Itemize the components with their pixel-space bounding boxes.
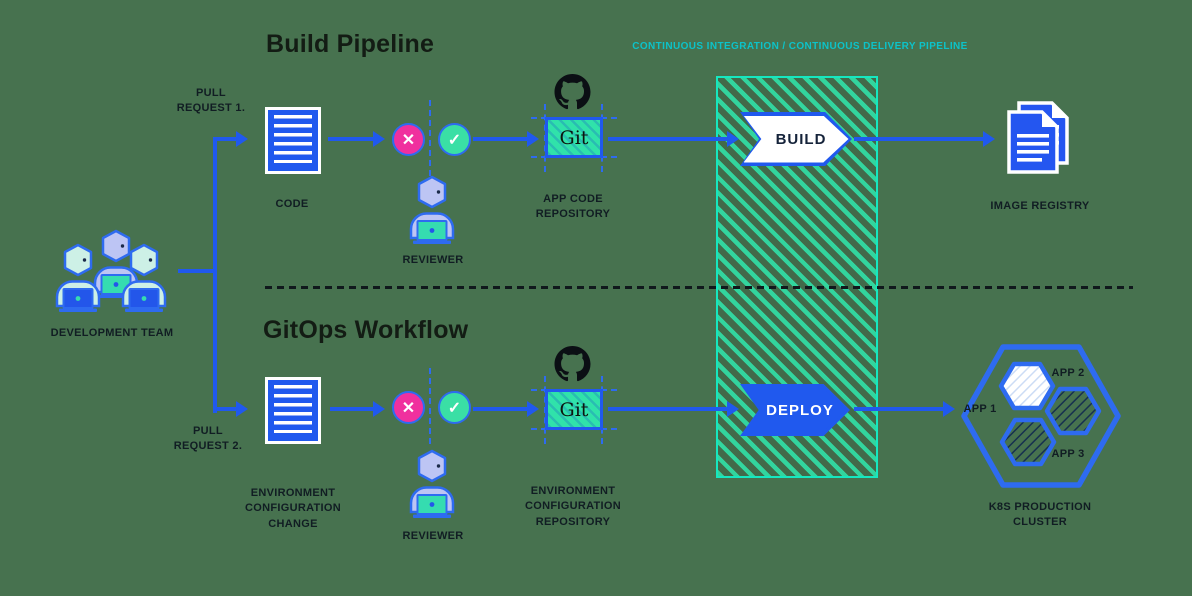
github-icon bbox=[554, 346, 591, 382]
pull-request-2-label: PULL REQUEST 2. bbox=[173, 425, 243, 453]
arrow-review-to-repo bbox=[473, 407, 528, 411]
arrow-pull-request-2 bbox=[213, 407, 237, 411]
section-divider-dashed-line bbox=[265, 286, 1133, 289]
app3-hexagon bbox=[999, 417, 1057, 467]
reviewer-top-label: REVIEWER bbox=[402, 254, 464, 266]
arrow-deploy-to-cluster bbox=[854, 407, 944, 411]
app-code-repo-label: APP CODE REPOSITORY bbox=[535, 193, 611, 221]
cluster-outer-hexagon bbox=[961, 344, 1121, 488]
env-config-change-label: ENVIRONMENT CONFIGURATION CHANGE bbox=[245, 487, 341, 530]
team-connector-line bbox=[178, 269, 215, 273]
arrow-pull-request-1 bbox=[213, 137, 237, 141]
github-icon bbox=[554, 74, 591, 110]
review-divider-top bbox=[429, 100, 431, 176]
code-label: CODE bbox=[275, 198, 309, 210]
k8s-production-cluster-label: K8S PRODUCTION CLUSTER bbox=[988, 501, 1092, 529]
app3-label: APP 3 bbox=[1051, 448, 1085, 460]
developer-left-icon bbox=[46, 242, 110, 318]
app1-label: APP 1 bbox=[963, 403, 997, 415]
image-registry-label: IMAGE REGISTRY bbox=[990, 200, 1090, 212]
reviewer-bottom-icon bbox=[400, 448, 464, 524]
document-lines bbox=[274, 385, 312, 433]
branch-vertical-line bbox=[213, 137, 217, 413]
env-config-repo-label: ENVIRONMENT CONFIGURATION REPOSITORY bbox=[525, 485, 621, 528]
reject-icon: ✕ bbox=[392, 123, 425, 156]
arrow-code-to-review bbox=[328, 137, 374, 141]
app2-hexagon bbox=[998, 361, 1056, 411]
cicd-band-label: CONTINUOUS INTEGRATION / CONTINUOUS DELI… bbox=[632, 41, 968, 52]
approve-icon: ✓ bbox=[438, 391, 471, 424]
build-pipeline-title: Build Pipeline bbox=[266, 30, 435, 58]
arrow-build-to-registry bbox=[854, 137, 984, 141]
arrow-review-to-repo bbox=[473, 137, 528, 141]
document-lines bbox=[274, 115, 312, 163]
git-repo-bottom-icon: Git bbox=[545, 389, 603, 430]
review-divider-bottom bbox=[429, 368, 431, 444]
code-document-icon bbox=[265, 107, 321, 174]
arrow-repo-to-deploy bbox=[608, 407, 728, 411]
reviewer-bottom-label: REVIEWER bbox=[402, 530, 464, 542]
app2-right-hexagon bbox=[1044, 386, 1102, 436]
deploy-step-label: DEPLOY bbox=[766, 401, 834, 419]
registry-doc-front-icon bbox=[1007, 110, 1059, 174]
app2-label: APP 2 bbox=[1051, 367, 1085, 379]
build-step-chevron: BUILD bbox=[740, 112, 852, 166]
reject-icon: ✕ bbox=[392, 391, 425, 424]
arrow-repo-to-build bbox=[608, 137, 728, 141]
git-repo-top-icon: Git bbox=[545, 117, 603, 158]
deploy-step-chevron: DEPLOY bbox=[740, 384, 850, 436]
approve-icon: ✓ bbox=[438, 123, 471, 156]
k8s-cluster-hexagon-icon bbox=[961, 344, 1121, 488]
env-config-document-icon bbox=[265, 377, 321, 444]
build-step-label: BUILD bbox=[775, 130, 827, 148]
reviewer-top-icon bbox=[400, 174, 464, 250]
arrow-env-to-review bbox=[330, 407, 374, 411]
developer-right-icon bbox=[112, 242, 176, 318]
development-team-label: DEVELOPMENT TEAM bbox=[50, 327, 174, 339]
gitops-workflow-title: GitOps Workflow bbox=[263, 316, 469, 344]
pull-request-1-label: PULL REQUEST 1. bbox=[176, 87, 246, 115]
chevron-fill: BUILD bbox=[743, 115, 849, 163]
